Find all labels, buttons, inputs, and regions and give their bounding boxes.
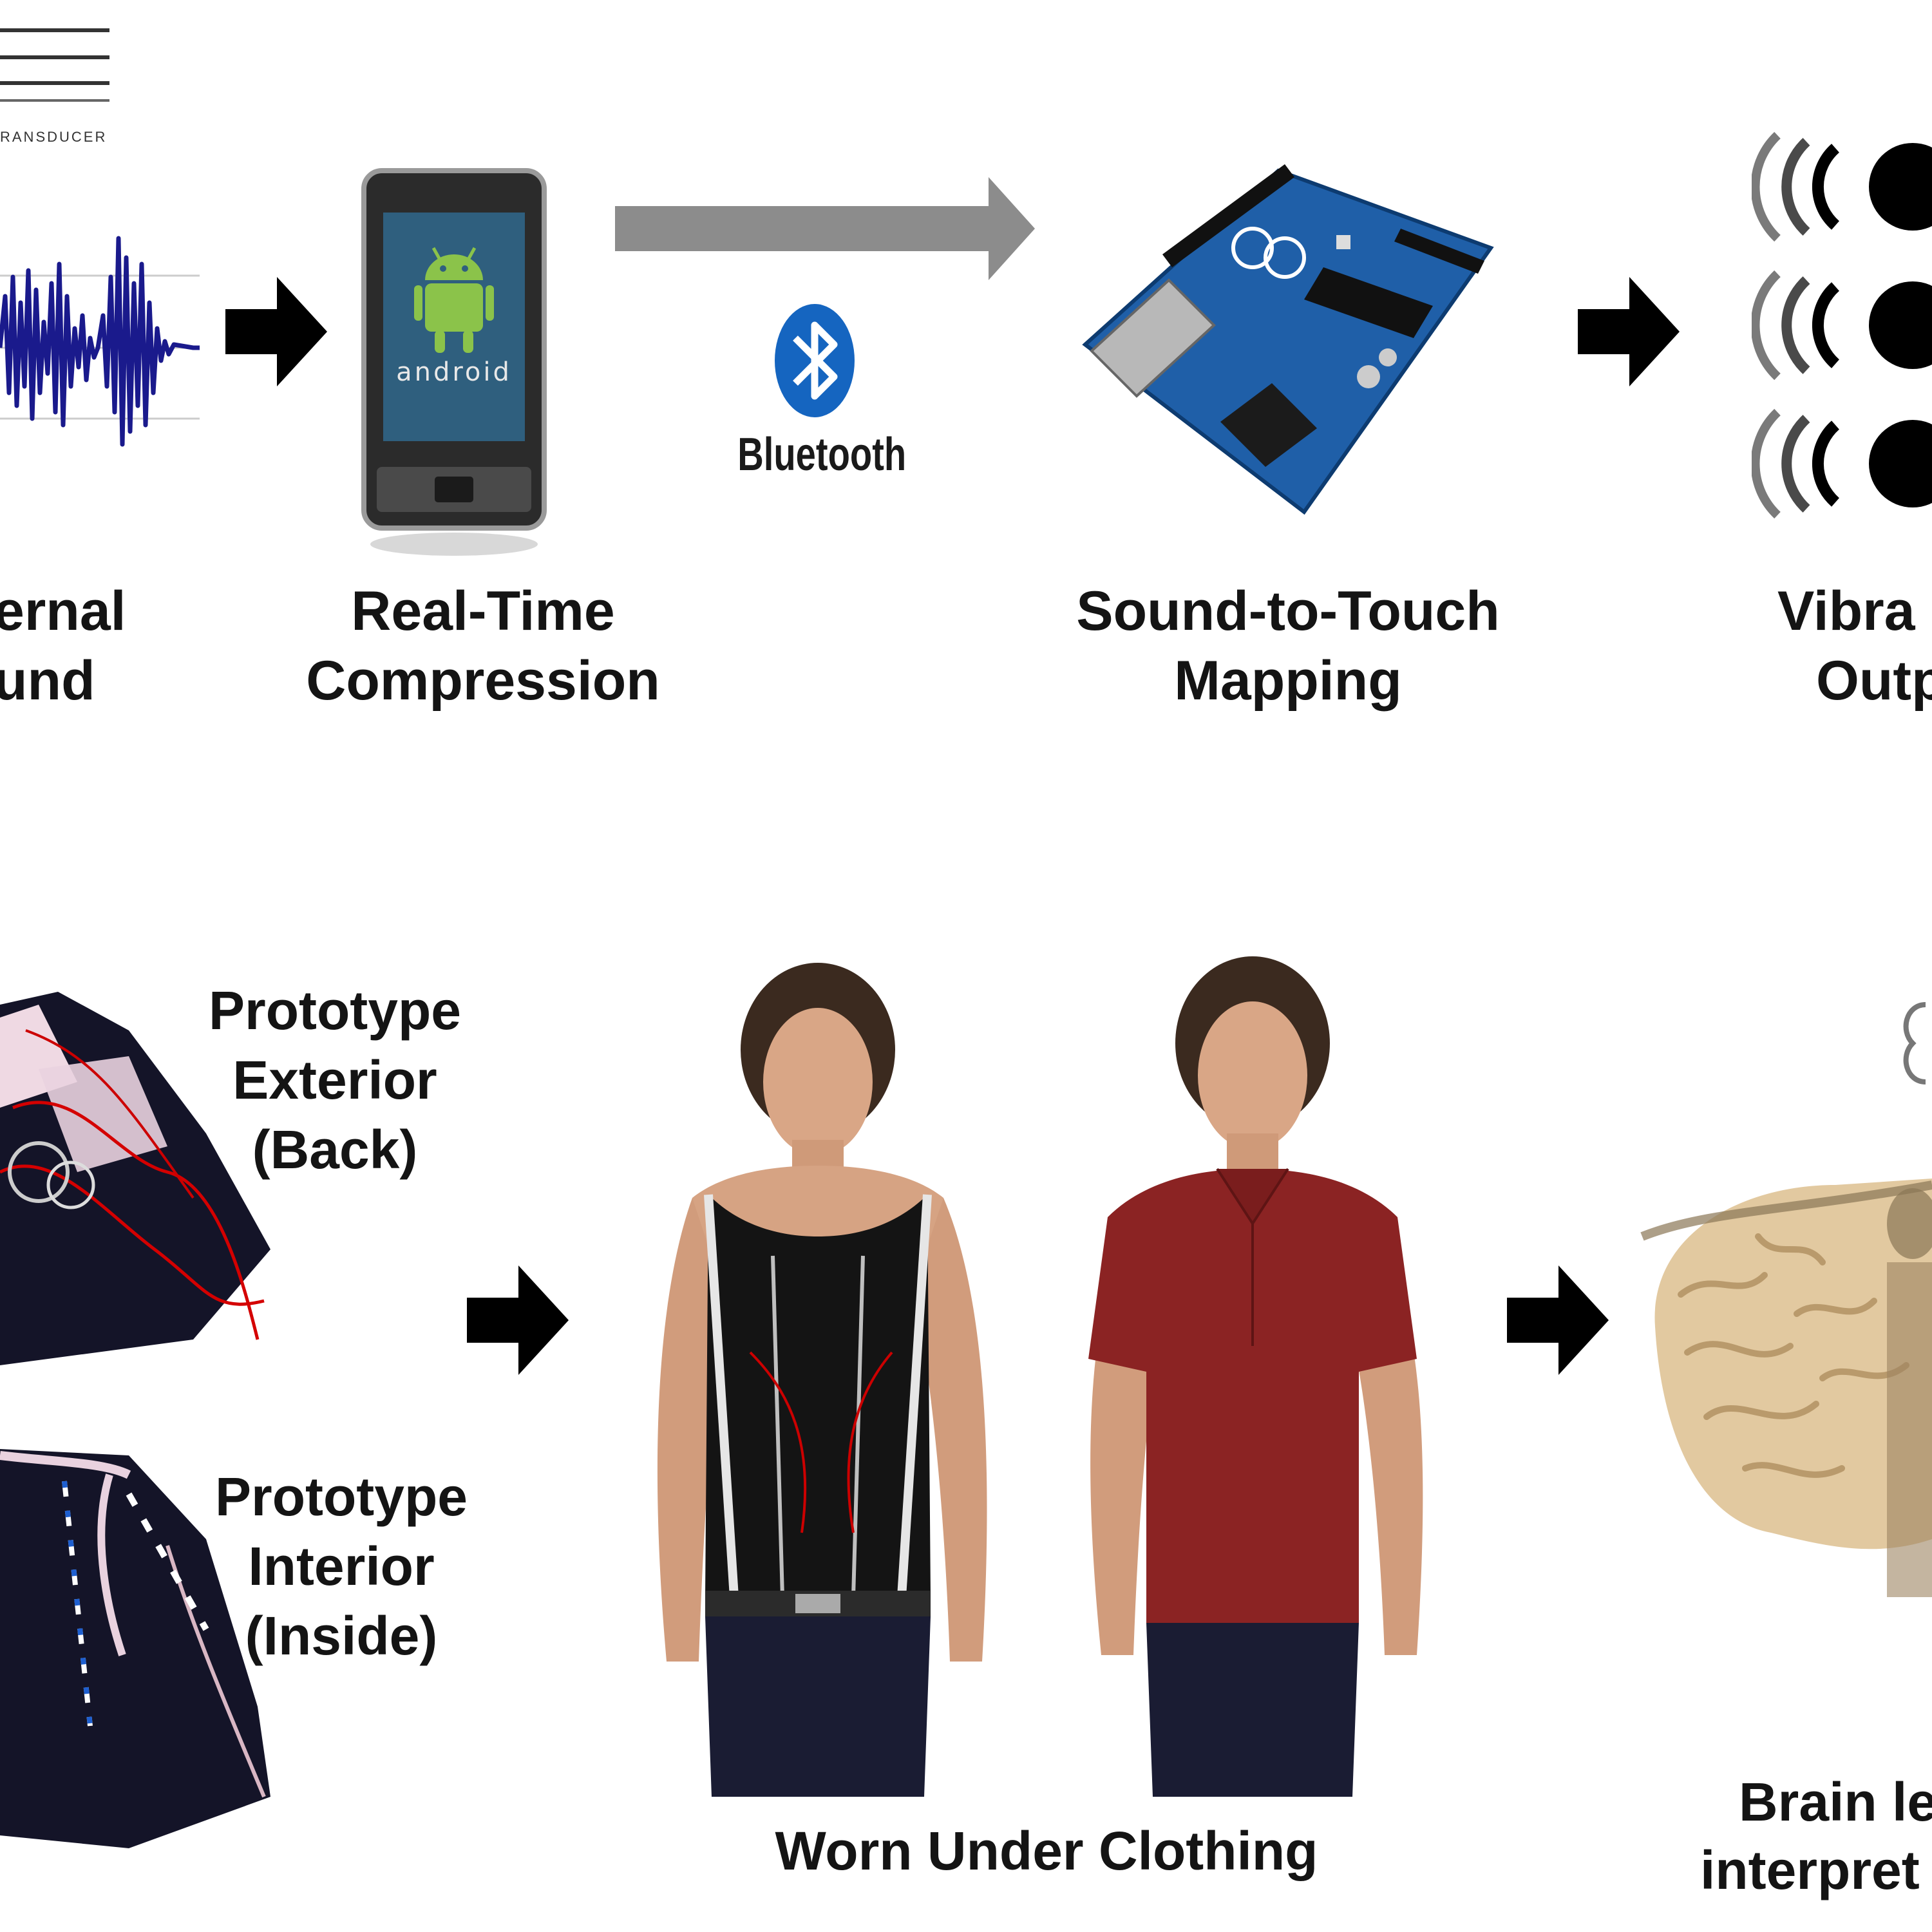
sound-to-touch-mapping-label: Sound-to-Touch Mapping: [1056, 576, 1520, 715]
vest-exterior-image: [0, 992, 270, 1365]
external-sound-label: ernal und: [0, 576, 126, 715]
mapping-line2: Mapping: [1174, 650, 1402, 712]
flow-arrow-icon: [1578, 277, 1680, 386]
flow-arrow-icon: [1507, 1265, 1609, 1375]
flow-arrow-icon: [467, 1265, 569, 1375]
waveform-icon: [0, 236, 200, 447]
compression-line1: Real-Time: [351, 580, 615, 642]
interior-line2: Interior: [248, 1536, 435, 1596]
transducer-label: RANSDUCER: [0, 129, 108, 145]
arduino-board-icon: [1082, 164, 1494, 515]
vest-interior-image: [0, 1449, 270, 1848]
flow-arrow-icon: [225, 277, 327, 386]
bluetooth-icon: [775, 304, 855, 417]
exterior-line1: Prototype: [208, 980, 462, 1041]
person-wearing-shirt-image: [1088, 956, 1423, 1797]
output-line1: Vibra: [1777, 580, 1915, 642]
prototype-interior-label: Prototype Interior (Inside): [200, 1462, 483, 1671]
interior-line3: (Inside): [245, 1605, 438, 1666]
brain-line2: interpret: [1700, 1840, 1920, 1900]
phone-icon: [361, 168, 547, 556]
bluetooth-label: Bluetooth: [737, 429, 907, 480]
transducer-icon: [0, 28, 109, 102]
person-wearing-vest-image: [657, 963, 987, 1797]
worn-under-clothing-label: Worn Under Clothing: [775, 1821, 1318, 1881]
output-line2: Outp: [1816, 650, 1932, 712]
android-wordmark: android: [396, 357, 512, 387]
external-sound-line2: und: [0, 650, 95, 712]
bluetooth-arrow-icon: [615, 177, 1035, 280]
exterior-line3: (Back): [252, 1119, 418, 1180]
compression-line2: Compression: [306, 650, 660, 712]
brain-line1: Brain le: [1739, 1772, 1932, 1832]
vibration-output-label: Vibra Outp: [1777, 576, 1932, 715]
exterior-line2: Exterior: [232, 1050, 437, 1110]
vibration-icon: [1752, 131, 1932, 519]
brain-learns-label: Brain le interpret: [1700, 1768, 1932, 1904]
external-sound-line1: ernal: [0, 580, 126, 642]
real-time-compression-label: Real-Time Compression: [290, 576, 676, 715]
mapping-line1: Sound-to-Touch: [1076, 580, 1500, 642]
interior-line1: Prototype: [214, 1466, 468, 1527]
brain-image: [1640, 1002, 1932, 1597]
prototype-exterior-label: Prototype Exterior (Back): [193, 976, 477, 1184]
